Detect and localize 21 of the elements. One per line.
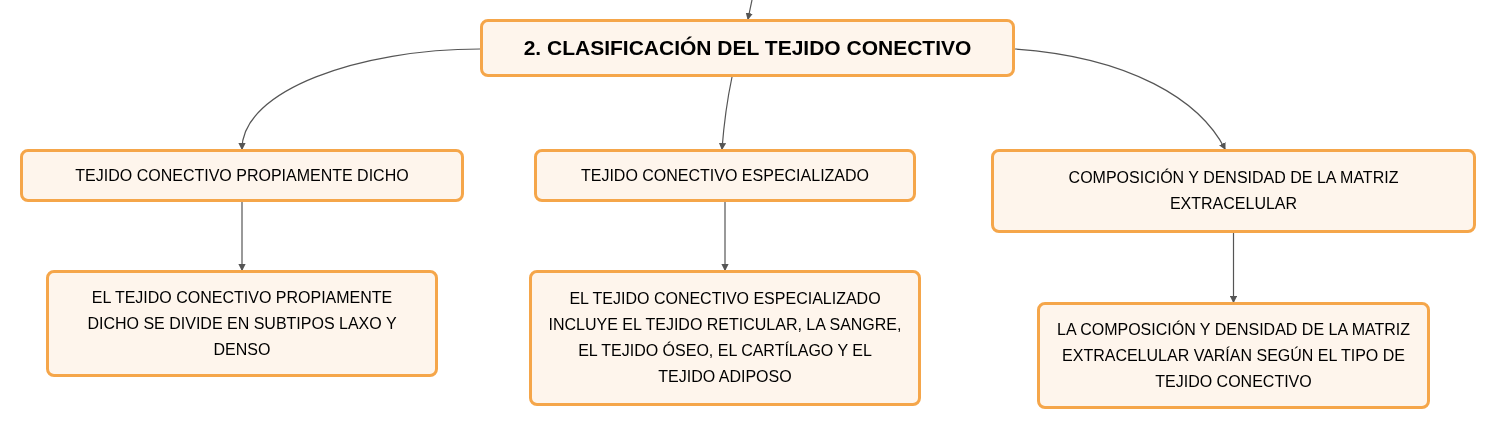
node-text: EL TEJIDO CONECTIVO ESPECIALIZADO INCLUYE EL TEJIDO RETICULAR, LA SANGRE, EL TEJIDO ÓSEO, EL CARTÍLAGO Y EL TEJIDO ADIPOSO [548,289,902,387]
topic-box [1037,302,1430,409]
topic-box [46,270,438,377]
arrow [1229,232,1238,304]
node-text: TEJIDO CONECTIVO PROPIAMENTE DICHO [75,165,409,186]
arrow [745,0,753,21]
topic-box [20,149,464,202]
node-text: EL TEJIDO CONECTIVO PROPIAMENTE DICHO SE DIVIDE EN SUBTIPOS LAXO Y DENSO [86,287,398,360]
topic-box [529,270,921,406]
title-box [480,19,1015,77]
topic-box [991,149,1476,233]
node-text: LA COMPOSICIÓN Y DENSIDAD DE LA MATRIZ EXTRACELULAR VARÍAN SEGÚN EL TIPO DE TEJIDO CONECTIVO [1056,319,1411,392]
title-text: 2. CLASIFICACIÓN DEL TEJIDO CONECTIVO [523,35,972,62]
arrow [1014,48,1226,151]
topic-box [534,149,916,202]
arrow [718,76,733,151]
arrow [239,48,481,151]
arrow [721,201,729,272]
node-text: TEJIDO CONECTIVO ESPECIALIZADO [580,165,869,186]
node-text: COMPOSICIÓN Y DENSIDAD DE LA MATRIZ EXTRACELULAR [1067,167,1400,214]
arrow [238,201,246,272]
